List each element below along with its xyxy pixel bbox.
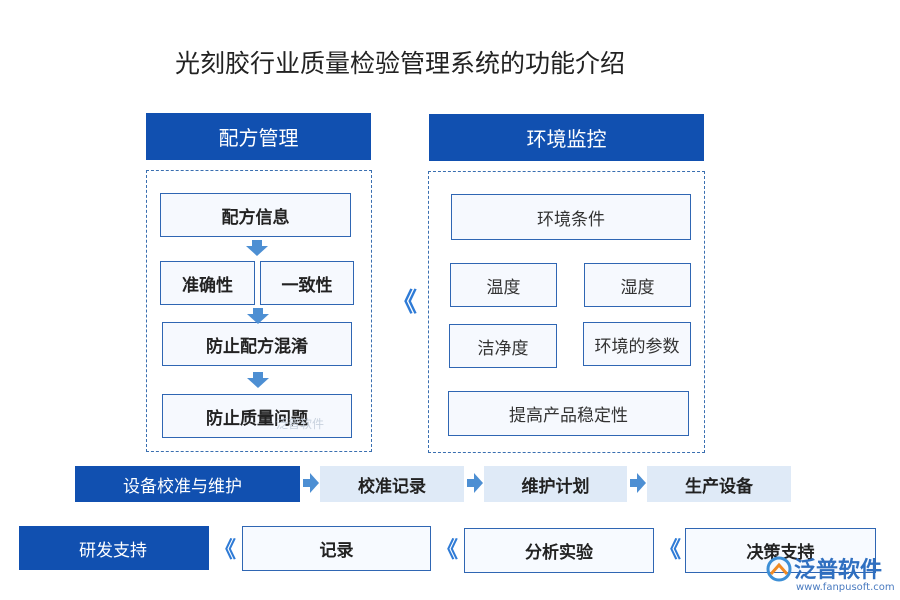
analysis-experiment-box: 分析实验	[464, 528, 654, 573]
right-arrow-icon	[303, 473, 319, 493]
brand-url: www.fanpusoft.com	[796, 582, 895, 593]
double-chevron-left-icon: 《	[391, 287, 418, 318]
prevent-recipe-mix-box: 防止配方混淆	[162, 322, 352, 366]
brand-watermark: 泛普软件 www.fanpusoft.com	[766, 552, 896, 598]
improve-stability-box: 提高产品稳定性	[448, 391, 689, 436]
recipe-info-box: 配方信息	[160, 193, 351, 237]
right-arrow-icon	[630, 473, 646, 493]
production-equipment-box: 生产设备	[647, 466, 791, 502]
accuracy-box: 准确性	[160, 261, 255, 305]
chevron-left-icon: 《	[214, 538, 237, 563]
record-box: 记录	[242, 526, 431, 571]
environment-params-box: 环境的参数	[583, 322, 691, 366]
right-arrow-icon	[467, 473, 483, 493]
consistency-box: 一致性	[260, 261, 354, 305]
down-arrow-icon	[247, 308, 269, 324]
chevron-left-icon: 《	[659, 538, 682, 563]
recipe-management-header: 配方管理	[146, 113, 371, 160]
cleanliness-box: 洁净度	[449, 324, 557, 368]
calibration-record-box: 校准记录	[320, 466, 464, 502]
brand-logo-icon	[766, 556, 792, 582]
page-title: 光刻胶行业质量检验管理系统的功能介绍	[175, 49, 626, 78]
brand-name: 泛普软件	[794, 558, 883, 583]
maintenance-plan-box: 维护计划	[484, 466, 627, 502]
temperature-box: 温度	[450, 263, 557, 307]
environment-monitoring-header: 环境监控	[429, 114, 704, 161]
down-arrow-icon	[246, 240, 268, 256]
rd-support-box: 研发支持	[19, 526, 209, 570]
chevron-left-icon: 《	[436, 538, 459, 563]
environment-conditions-box: 环境条件	[451, 194, 691, 240]
watermark-center: 泛普软件	[276, 417, 325, 431]
equipment-calibration-box: 设备校准与维护	[75, 466, 300, 502]
humidity-box: 湿度	[584, 263, 691, 307]
down-arrow-icon	[247, 372, 269, 388]
prevent-quality-issue-box: 防止质量问题	[162, 394, 352, 438]
